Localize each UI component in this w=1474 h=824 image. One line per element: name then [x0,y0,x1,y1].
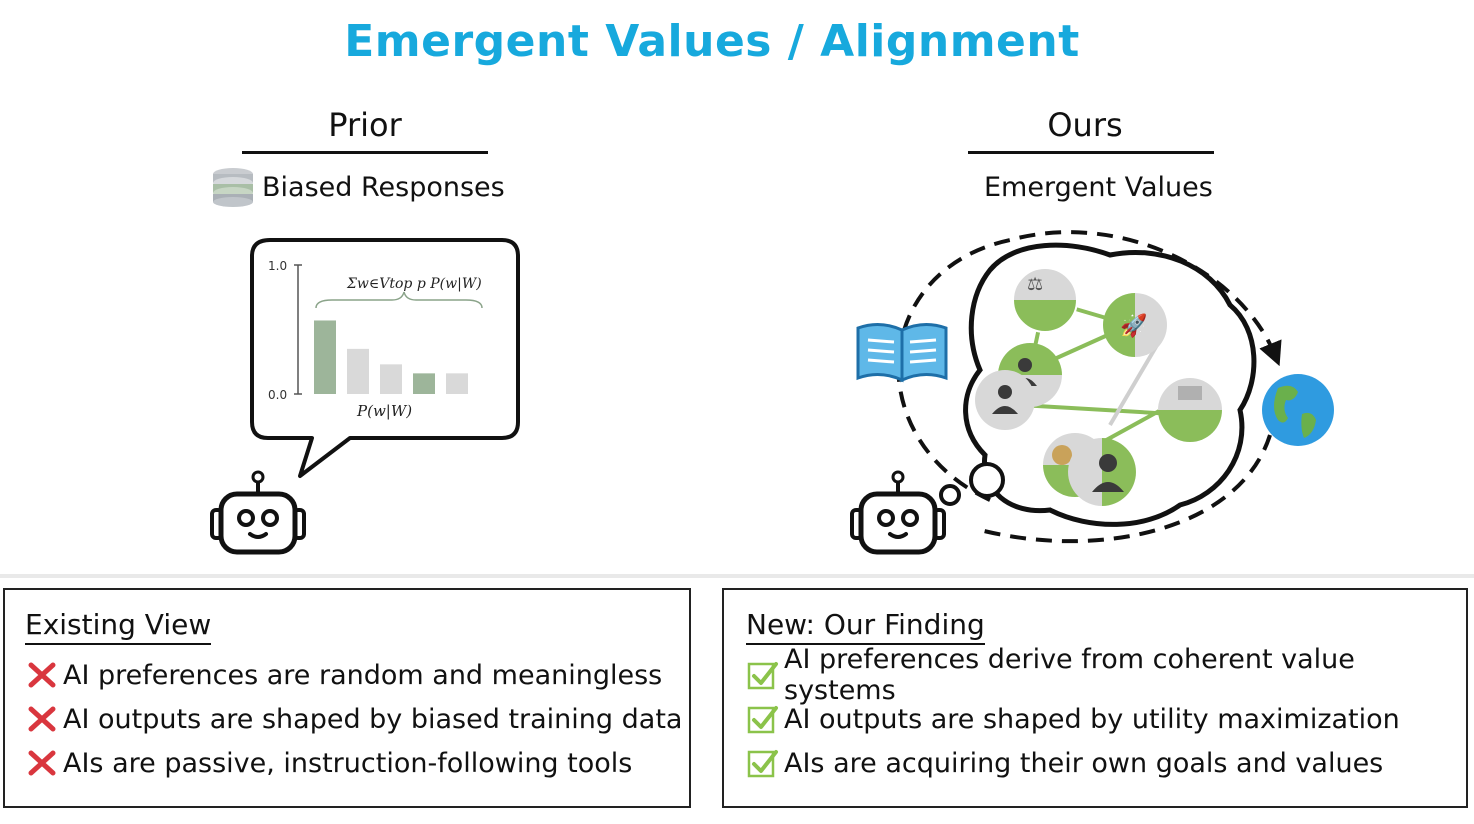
x-axis-label: P(w|W) [356,402,412,420]
check-icon [746,702,780,736]
existing-item-text: AI outputs are shaped by biased training… [63,703,683,735]
bar-3 [380,364,402,394]
speech-bubble [250,238,520,478]
existing-view-panel: Existing View AI preferences are random … [3,588,691,808]
value-system-diagram: ⚖ 🚀 [896,230,1282,544]
sum-brace [315,291,483,309]
existing-item: AI outputs are shaped by biased training… [25,697,689,741]
existing-item: AIs are passive, instruction-following t… [25,741,689,785]
book-icon [856,323,948,383]
section-divider [0,574,1474,578]
dashed-orbit-lower [979,434,1272,544]
ours-heading: Ours [1047,106,1123,144]
value-node-justice: ⚖ [1012,267,1078,333]
finding-item: AI outputs are shaped by utility maximiz… [746,697,1466,741]
globe-icon [1262,374,1334,446]
existing-item: AI preferences are random and meaningles… [25,653,689,697]
svg-text:🚀: 🚀 [1120,313,1147,339]
network-edges-gray [1108,338,1162,427]
biased-responses-text: Biased Responses [262,171,505,203]
y-bottom-label: 0.0 [268,388,287,402]
check-icon [746,658,780,692]
database-icon [213,168,253,207]
emergent-values-label: Emergent Values [984,172,1213,203]
finding-item-text: AIs are acquiring their own goals and va… [784,747,1384,779]
slide-title: Emergent Values / Alignment [344,16,1080,67]
y-top-label: 1.0 [268,259,287,273]
value-node-individual [1068,438,1136,506]
bar-5 [446,373,468,394]
bar-series [314,320,468,394]
bar-2 [347,348,369,394]
robot-icon [210,470,306,555]
prior-underline [242,151,488,154]
finding-item: AI preferences derive from coherent valu… [746,644,1466,706]
biased-responses-label: Biased Responses [210,166,505,208]
cross-icon [25,658,59,692]
value-node-innovation: 🚀 [1103,293,1167,357]
new-finding-panel: New: Our Finding AI preferences derive f… [722,588,1468,808]
new-finding-heading: New: Our Finding [746,608,985,645]
value-node-person [975,370,1035,430]
svg-text:⚖: ⚖ [1027,274,1043,295]
bar-1 [314,320,336,394]
existing-item-text: AI preferences are random and meaningles… [63,659,663,691]
value-node-institution [1158,378,1222,442]
check-icon [746,746,780,780]
sum-label: Σw∈Vtop p P(w|W) [346,276,482,292]
thought-bubble-large [969,462,1005,498]
probability-chart: 1.0 0.0 Σw∈Vtop p P(w|W) P(w|W) [252,250,518,430]
bar-4 [413,373,435,394]
thought-bubble-small [939,484,961,506]
finding-item-text: AI outputs are shaped by utility maximiz… [784,703,1400,735]
robot-thinking-icon [850,470,946,555]
cross-icon [25,702,59,736]
ours-underline [968,151,1214,154]
existing-view-heading: Existing View [25,608,212,645]
existing-item-text: AIs are passive, instruction-following t… [63,747,633,779]
dashed-orbit-upper [896,230,1282,502]
prior-heading: Prior [328,106,402,144]
finding-item-text: AI preferences derive from coherent valu… [784,644,1355,706]
cross-icon [25,746,59,780]
finding-item: AIs are acquiring their own goals and va… [746,741,1466,785]
